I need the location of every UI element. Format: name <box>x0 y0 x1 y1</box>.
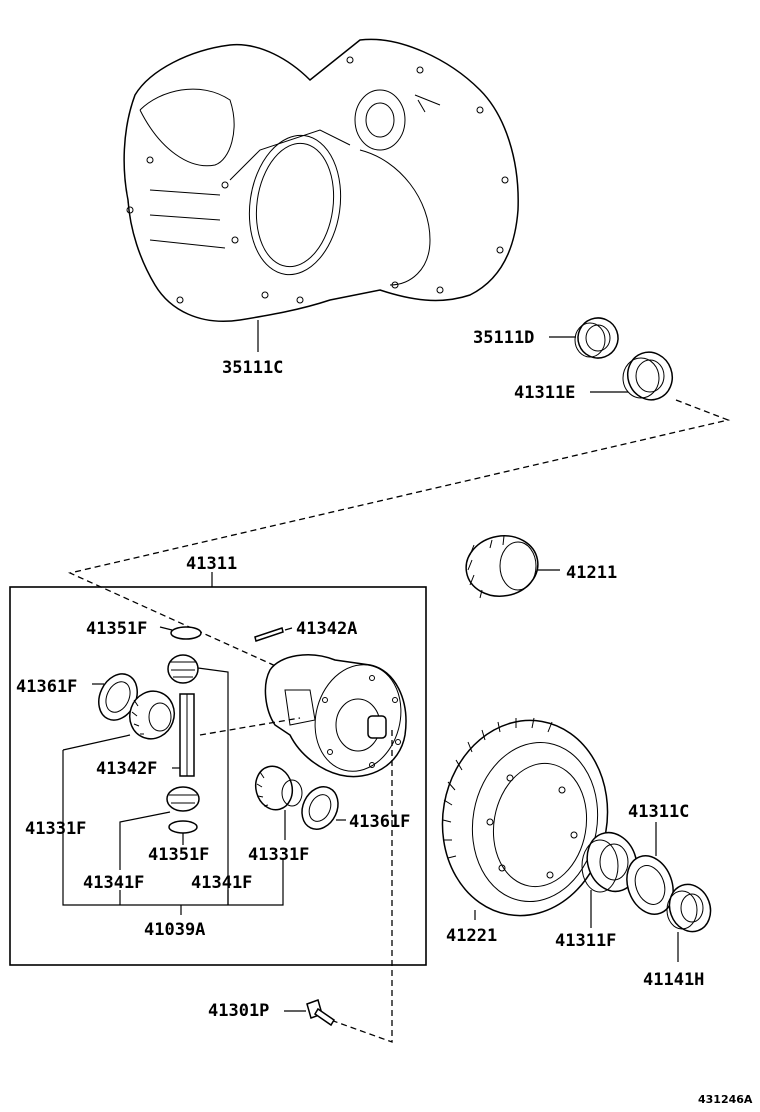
shaft-pin-drawing[interactable] <box>179 693 195 777</box>
label-thrust-washer-right[interactable]: 41361F <box>349 812 410 832</box>
pinion-top-drawing[interactable] <box>167 654 199 684</box>
diagram-code: 431246A <box>698 1093 753 1106</box>
washer-upper-drawing[interactable] <box>170 626 202 640</box>
side-gear-left-drawing[interactable] <box>123 685 181 745</box>
label-thrust-washer-left[interactable]: 41361F <box>16 677 77 697</box>
label-pinion-left[interactable]: 41341F <box>83 873 144 893</box>
label-washer-upper[interactable]: 41351F <box>86 619 147 639</box>
label-diff-case[interactable]: 41311 <box>186 554 237 574</box>
label-side-gear-right[interactable]: 41331F <box>248 845 309 865</box>
assembly-line-upper <box>67 399 731 669</box>
label-final-gear[interactable]: 41221 <box>446 926 497 946</box>
label-side-seal[interactable]: 41141H <box>643 970 704 990</box>
diff-case-drawing[interactable] <box>264 654 412 781</box>
label-washer-lower[interactable]: 41351F <box>148 845 209 865</box>
label-ring-gear[interactable]: 41211 <box>566 563 617 583</box>
final-gear-drawing[interactable] <box>427 707 623 929</box>
label-transaxle-housing[interactable]: 35111C <box>222 358 283 378</box>
differential-assembly-box <box>9 586 427 966</box>
ring-gear-drawing[interactable] <box>461 530 542 602</box>
transaxle-housing-drawing[interactable] <box>123 38 519 322</box>
side-seal-drawing[interactable] <box>663 879 717 938</box>
pin-small-drawing[interactable] <box>254 627 284 642</box>
bearing-drawing[interactable] <box>579 826 645 899</box>
label-side-gear-left[interactable]: 41331F <box>25 819 86 839</box>
pinion-lower-drawing[interactable] <box>166 786 200 812</box>
thrust-washer-right-drawing[interactable] <box>295 781 344 835</box>
label-bearing[interactable]: 41311F <box>555 931 616 951</box>
bolt-drawing[interactable] <box>306 999 336 1027</box>
label-oil-seal[interactable]: 35111D <box>473 328 534 348</box>
label-gear-kit[interactable]: 41039A <box>144 920 205 940</box>
label-pin-small[interactable]: 41342A <box>296 619 357 639</box>
label-bearing-outer[interactable]: 41311E <box>514 383 575 403</box>
label-bearing-race[interactable]: 41311C <box>628 802 689 822</box>
label-shaft-pin[interactable]: 41342F <box>96 759 157 779</box>
assembly-line-lower <box>324 730 393 1043</box>
label-bolt[interactable]: 41301P <box>208 1001 269 1021</box>
bearing-race-drawing[interactable] <box>619 849 681 920</box>
washer-lower-drawing[interactable] <box>168 820 198 834</box>
oil-seal-drawing[interactable] <box>572 312 623 363</box>
bearing-outer-drawing[interactable] <box>621 346 679 406</box>
label-pinion-right[interactable]: 41341F <box>191 873 252 893</box>
side-gear-right-drawing[interactable] <box>251 762 303 814</box>
